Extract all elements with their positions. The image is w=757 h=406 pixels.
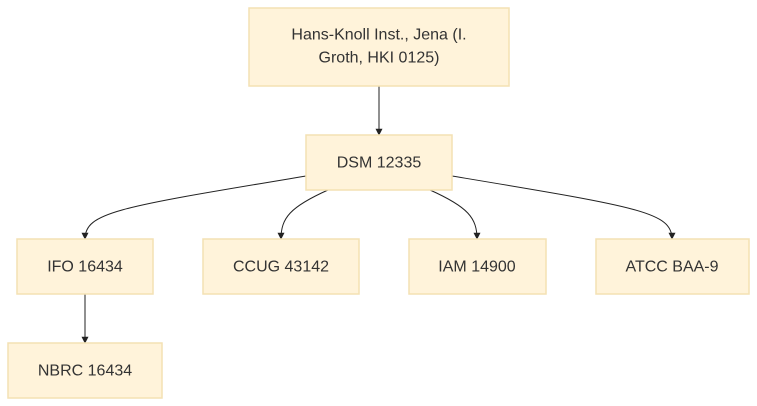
node-ifo: IFO 16434 (16, 238, 154, 295)
node-box (16, 238, 154, 295)
edge-dsm-atcc (451, 175, 676, 240)
node-label: CCUG 43142 (233, 259, 329, 276)
node-box (202, 238, 360, 295)
node-dsm: DSM 12335 (305, 134, 453, 191)
node-atcc: ATCC BAA-9 (595, 238, 750, 295)
node-box (248, 7, 510, 87)
node-label: NBRC 16434 (38, 363, 132, 380)
node-label: DSM 12335 (337, 155, 422, 172)
node-box (305, 134, 453, 191)
node-ccug: CCUG 43142 (202, 238, 360, 295)
node-label: IAM 14900 (438, 259, 515, 276)
node-label: IFO 16434 (47, 259, 123, 276)
nodes: Hans-Knoll Inst., Jena (I. Groth, HKI 01… (7, 7, 750, 399)
edge-dsm-ccug (277, 189, 329, 240)
node-label-line: Groth, HKI 0125) (319, 50, 440, 67)
edge-dsm-ifo (81, 175, 307, 240)
node-label-line: Hans-Knoll Inst., Jena (I. (291, 27, 466, 44)
node-box (408, 238, 547, 295)
node-hki: Hans-Knoll Inst., Jena (I. Groth, HKI 01… (248, 7, 510, 87)
node-box (7, 342, 163, 399)
edges (81, 86, 676, 344)
node-label: ATCC BAA-9 (625, 259, 718, 276)
node-box (595, 238, 750, 295)
node-iam: IAM 14900 (408, 238, 547, 295)
edge-dsm-iam (429, 189, 481, 240)
node-nbrc: NBRC 16434 (7, 342, 163, 399)
